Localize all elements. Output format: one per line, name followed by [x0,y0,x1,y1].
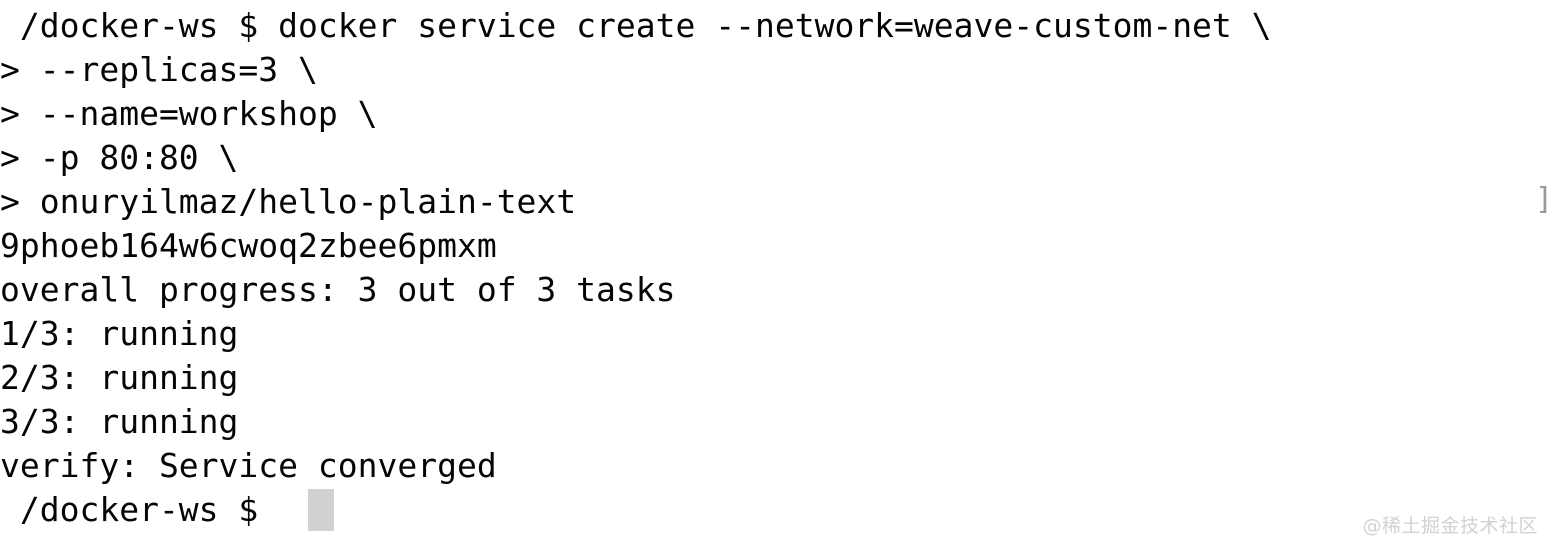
terminal-line-service-id: 9phoeb164w6cwoq2zbee6pmxm [0,226,497,265]
terminal-line-overall-progress: overall progress: 3 out of 3 tasks [0,270,676,309]
terminal-line-continuation-name: > --name=workshop \ [0,94,378,133]
terminal-line-command-prompt: /docker-ws $ docker service create --net… [0,6,1272,45]
terminal-cursor [308,489,334,531]
terminal-line-task-1: 1/3: running [0,314,239,353]
terminal-line-task-2: 2/3: running [0,358,239,397]
watermark-label: @稀土掘金技术社区 [1362,515,1538,537]
right-edge-bracket-marker: ] [1535,185,1550,215]
terminal-line-active-prompt[interactable]: /docker-ws $ [0,490,279,529]
terminal-line-continuation-replicas: > --replicas=3 \ [0,50,318,89]
terminal-line-continuation-port: > -p 80:80 \ [0,138,239,177]
terminal-line-task-3: 3/3: running [0,402,239,441]
terminal-line-verify-converged: verify: Service converged [0,446,497,485]
terminal-line-continuation-image: > onuryilmaz/hello-plain-text [0,182,577,221]
